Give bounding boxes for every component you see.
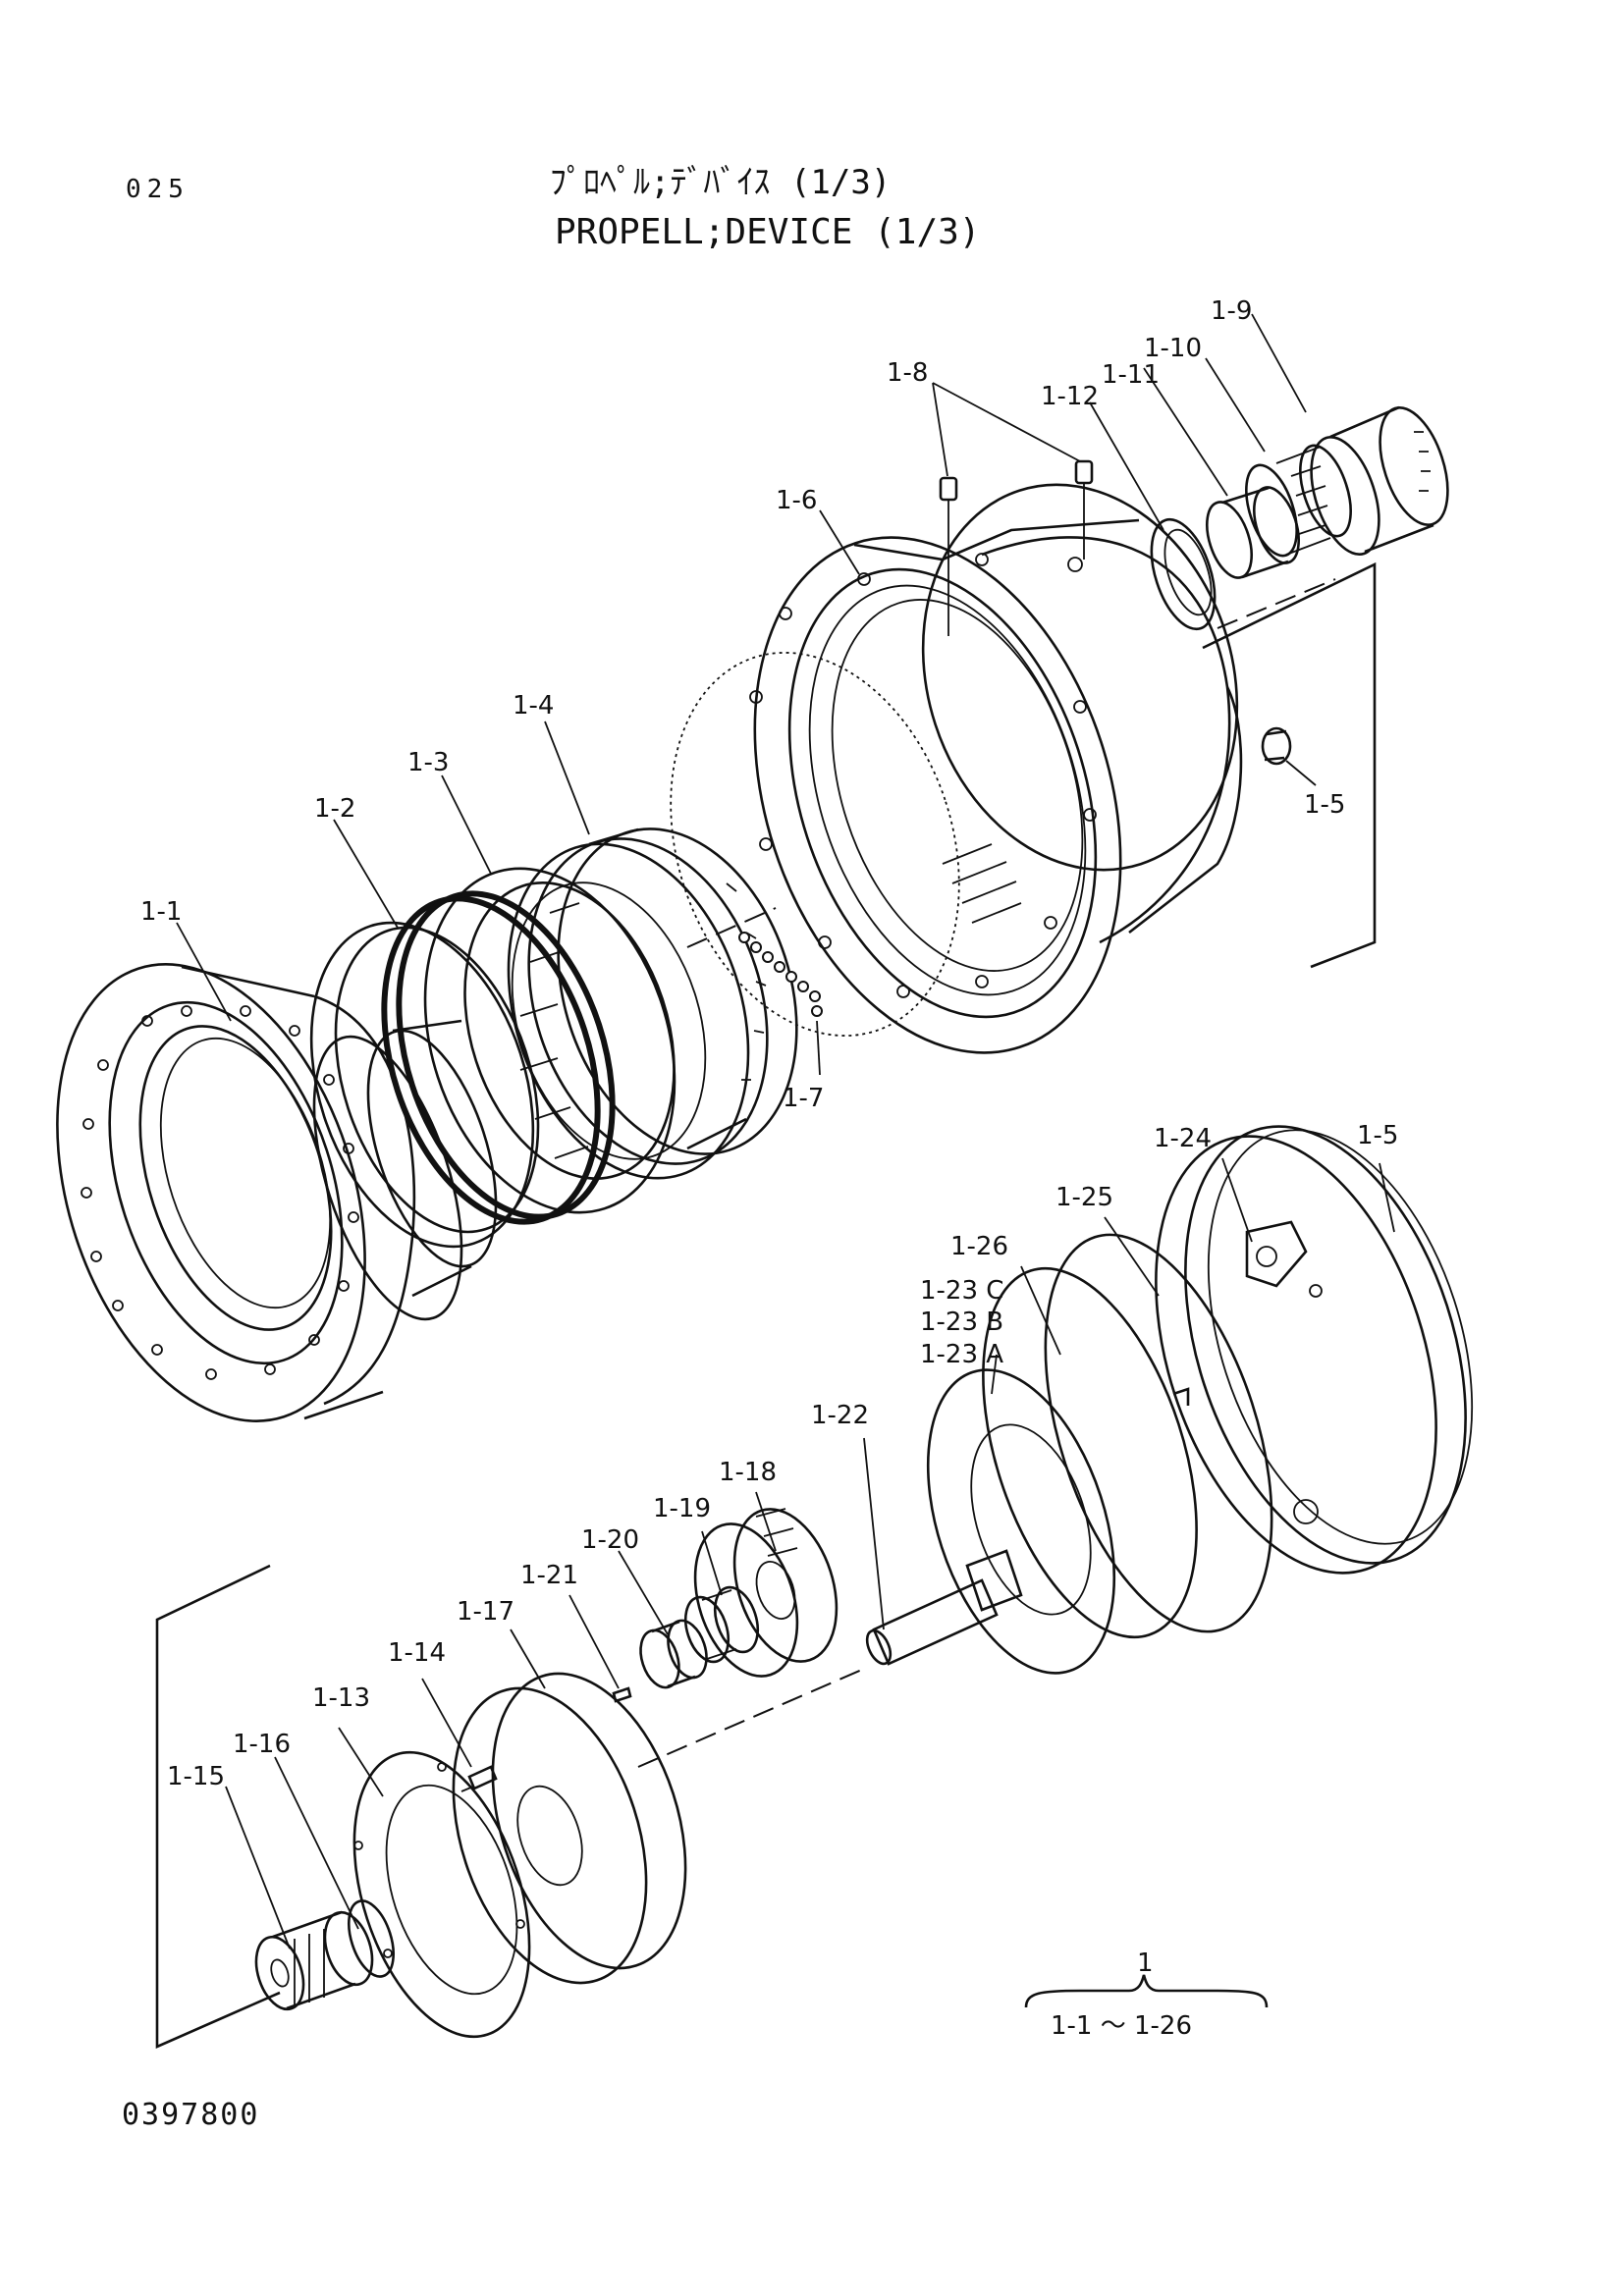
page-title-japanese: ﾌﾟﾛﾍﾟﾙ;ﾃﾞﾊﾞｲｽ (1/3) (550, 163, 892, 202)
part-plugs (939, 459, 1094, 636)
part-shaft (865, 1549, 1023, 1666)
label-1-26: 1-26 (950, 1232, 1008, 1261)
label-1-5: 1-5 (1304, 790, 1345, 820)
label-1-25: 1-25 (1055, 1183, 1113, 1212)
part-labels: 1-1 1-2 1-3 1-4 1-5 1-6 1-7 1-8 1-9 1-10… (140, 296, 1398, 1791)
part-needle-bearing (683, 1585, 760, 1664)
part-sleeve (1310, 405, 1449, 556)
assembly-range: 1-1 ～ 1-26 (1051, 2011, 1192, 2041)
label-1-12: 1-12 (1041, 382, 1099, 411)
part-collar (639, 1619, 708, 1689)
part-spline-coupling (254, 1910, 374, 2011)
part-bearing (423, 842, 750, 1214)
part-ring-gear (527, 828, 798, 1165)
part-flange-hub (56, 963, 498, 1422)
label-1-3: 1-3 (407, 748, 449, 777)
group-brackets (155, 561, 1377, 2049)
part-cover (1155, 1125, 1474, 1575)
label-1-23b: 1-23 B (920, 1308, 1003, 1337)
label-1-1: 1-1 (140, 897, 182, 927)
label-1-9: 1-9 (1211, 296, 1252, 326)
label-1-23a: 1-23 A (920, 1340, 1003, 1369)
label-1-7: 1-7 (783, 1084, 824, 1113)
label-1-6: 1-6 (776, 486, 817, 515)
part-snap-ring (348, 1899, 395, 1978)
page-title: PROPELL;DEVICE (1/3) (555, 212, 981, 252)
label-1-18: 1-18 (719, 1458, 777, 1487)
label-1-19: 1-19 (653, 1494, 711, 1523)
part-inner-race (1206, 486, 1300, 579)
label-1-2: 1-2 (314, 794, 355, 824)
label-1-15: 1-15 (167, 1762, 225, 1791)
label-1-24: 1-24 (1154, 1124, 1212, 1153)
label-1-16: 1-16 (233, 1730, 291, 1759)
part-floating-seal (309, 890, 616, 1249)
label-1-10: 1-10 (1144, 334, 1202, 363)
part-thrust-washer (1150, 517, 1217, 631)
part-carrier (452, 1672, 687, 1985)
part-roller-bearing (1245, 444, 1352, 558)
assembly-key: 1 1-1 ～ 1-26 (1024, 1949, 1269, 2041)
label-1-23c: 1-23 C (920, 1276, 1003, 1306)
label-1-5-lower: 1-5 (1357, 1121, 1398, 1150)
part-plug-right (1261, 726, 1292, 766)
part-retaining-ring (1044, 1233, 1273, 1633)
part-sun-gear (693, 1508, 839, 1678)
label-1-8: 1-8 (887, 358, 928, 388)
label-1-17: 1-17 (457, 1597, 514, 1627)
label-1-11: 1-11 (1102, 360, 1160, 390)
label-1-14: 1-14 (388, 1638, 446, 1668)
label-1-20: 1-20 (581, 1525, 639, 1555)
part-thrust-washer-lower (352, 1750, 531, 2039)
label-1-4: 1-4 (513, 691, 554, 721)
label-1-21: 1-21 (520, 1561, 578, 1590)
part-housing (749, 483, 1243, 1054)
label-1-13: 1-13 (312, 1683, 370, 1713)
assembly-number: 1 (1137, 1949, 1154, 1978)
label-1-22: 1-22 (811, 1401, 869, 1430)
part-steel-balls (670, 652, 960, 1037)
drawing-number: 0397800 (122, 2098, 260, 2132)
page-number: 025 (126, 175, 189, 204)
part-thrust-plate (926, 1368, 1116, 1675)
assembly-axis-lines (637, 578, 1336, 1768)
leader-lines (176, 313, 1395, 1949)
part-o-ring (982, 1266, 1198, 1639)
part-bolt (460, 1765, 498, 1792)
